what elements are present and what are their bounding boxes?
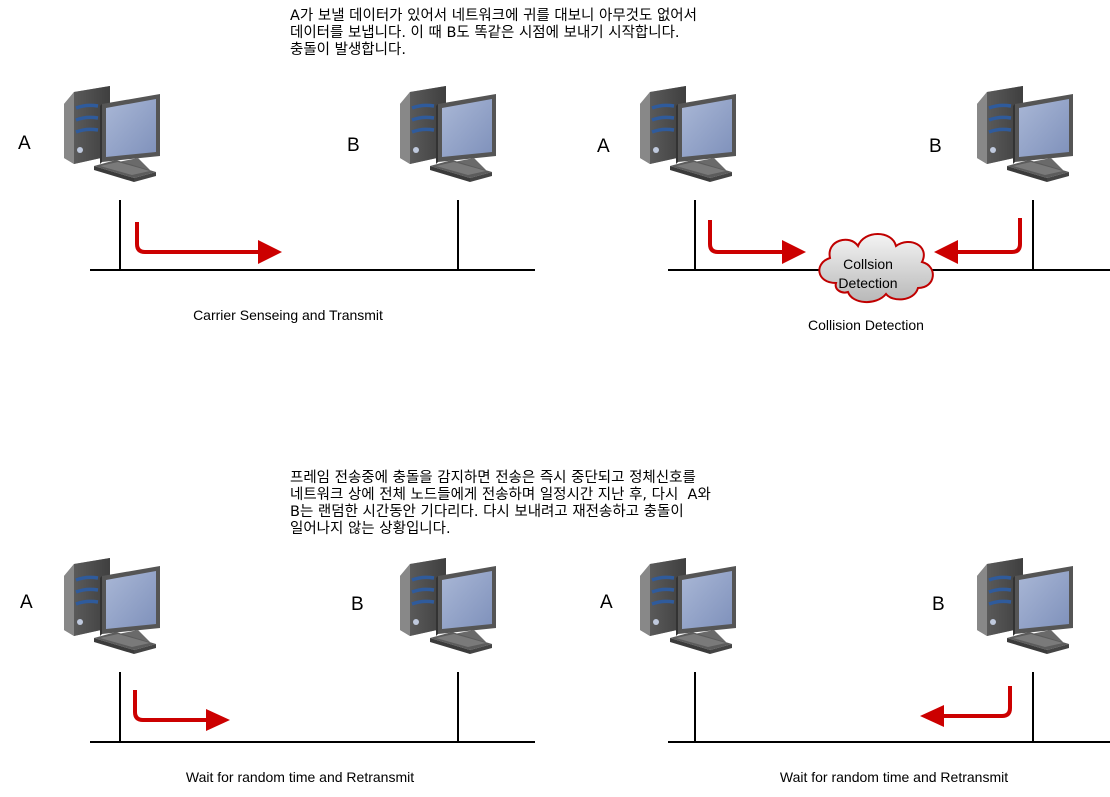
computer-a-icon xyxy=(638,84,738,184)
caption-retransmit-a: Wait for random time and Retransmit xyxy=(186,769,414,785)
panel-carrier-sense: A B Carrier Senseing and Transmit xyxy=(18,84,535,323)
node-a-label: A xyxy=(600,592,613,613)
transmit-arrow-a xyxy=(135,222,282,264)
transmit-arrow-b xyxy=(920,686,1012,727)
computer-b-icon xyxy=(975,84,1075,184)
panel-retransmit-b: A B Wait for random time and Retransmit xyxy=(600,556,1110,785)
node-a-label: A xyxy=(597,136,610,157)
caption-carrier-sense: Carrier Senseing and Transmit xyxy=(193,307,383,323)
cloud-label-line2: Detection xyxy=(838,275,897,291)
caption-collision: Collision Detection xyxy=(808,317,924,333)
computer-b-icon xyxy=(398,556,498,656)
computer-a-icon xyxy=(62,84,162,184)
computer-a-icon xyxy=(62,556,162,656)
node-b-label: B xyxy=(351,594,364,615)
top-description: A가 보낼 데이터가 있어서 네트워크에 귀를 대보니 아무것도 없어서 데이터… xyxy=(290,8,697,58)
panel-collision-detection: A B Collsion Detection Collision Detecti… xyxy=(597,84,1110,333)
transmit-arrow-b xyxy=(934,218,1022,264)
node-b-label: B xyxy=(929,136,942,157)
transmit-arrow-a xyxy=(133,690,230,731)
node-a-label: A xyxy=(20,592,33,613)
node-a-label: A xyxy=(18,133,31,154)
node-b-label: B xyxy=(932,594,945,615)
cloud-label-line1: Collsion xyxy=(843,256,893,272)
transmit-arrow-a xyxy=(708,220,806,264)
node-b-label: B xyxy=(347,135,360,156)
computer-b-icon xyxy=(398,84,498,184)
bottom-description: 프레임 전송중에 충돌을 감지하면 전송은 즉시 중단되고 정체신호를 네트워크… xyxy=(290,470,711,537)
computer-a-icon xyxy=(638,556,738,656)
computer-b-icon xyxy=(975,556,1075,656)
panel-retransmit-a: A B Wait for random time and Retransmit xyxy=(20,556,535,785)
caption-retransmit-b: Wait for random time and Retransmit xyxy=(780,769,1008,785)
